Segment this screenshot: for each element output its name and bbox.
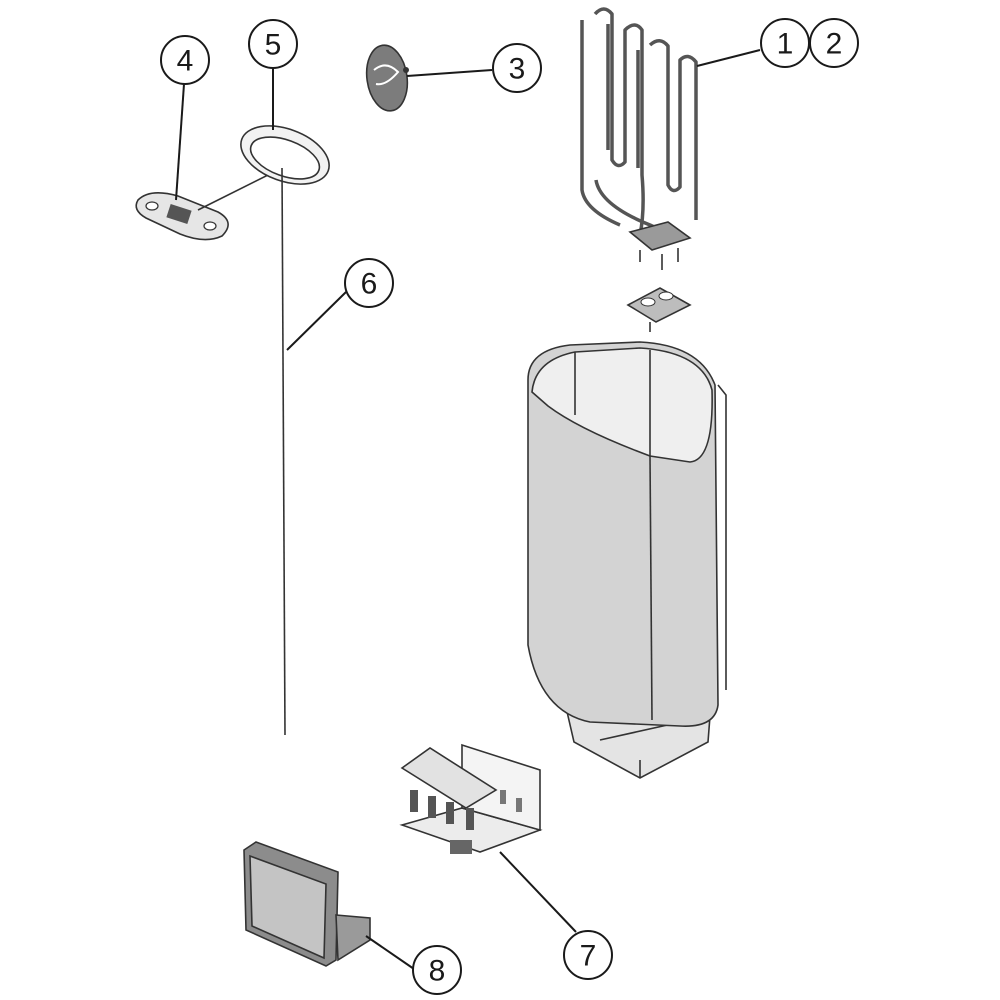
callout-5-label: 5 <box>265 29 282 62</box>
callout-5: 5 <box>248 19 298 69</box>
element-mounting-plate <box>628 221 692 270</box>
callout-4: 4 <box>160 35 210 85</box>
callout-7-label: 7 <box>580 940 597 973</box>
long-rod <box>281 167 286 736</box>
leader-7 <box>499 851 577 933</box>
callout-6-label: 6 <box>361 268 378 301</box>
callout-6: 6 <box>344 258 394 308</box>
element-gasket <box>626 287 692 332</box>
leader-6 <box>286 291 347 351</box>
top-ring <box>240 125 330 185</box>
callout-8: 8 <box>412 945 462 995</box>
callout-2: 2 <box>809 18 859 68</box>
callout-8-label: 8 <box>429 955 446 988</box>
callout-7: 7 <box>563 930 613 980</box>
leader-4 <box>175 83 185 201</box>
callout-4-label: 4 <box>177 45 194 78</box>
leader-1-2 <box>696 49 761 67</box>
small-oval-cover <box>365 44 409 112</box>
callout-1-label: 1 <box>777 28 794 61</box>
heater-body <box>527 341 727 779</box>
leader-8 <box>365 935 415 970</box>
leader-3 <box>406 69 493 77</box>
callout-3: 3 <box>492 43 542 93</box>
heating-elements <box>580 7 698 242</box>
callout-3-label: 3 <box>509 53 526 86</box>
front-cover <box>243 841 371 967</box>
control-electronics-unit <box>399 743 543 854</box>
callout-2-label: 2 <box>826 28 843 61</box>
control-panel-plate <box>135 192 229 241</box>
callout-1: 1 <box>760 18 810 68</box>
